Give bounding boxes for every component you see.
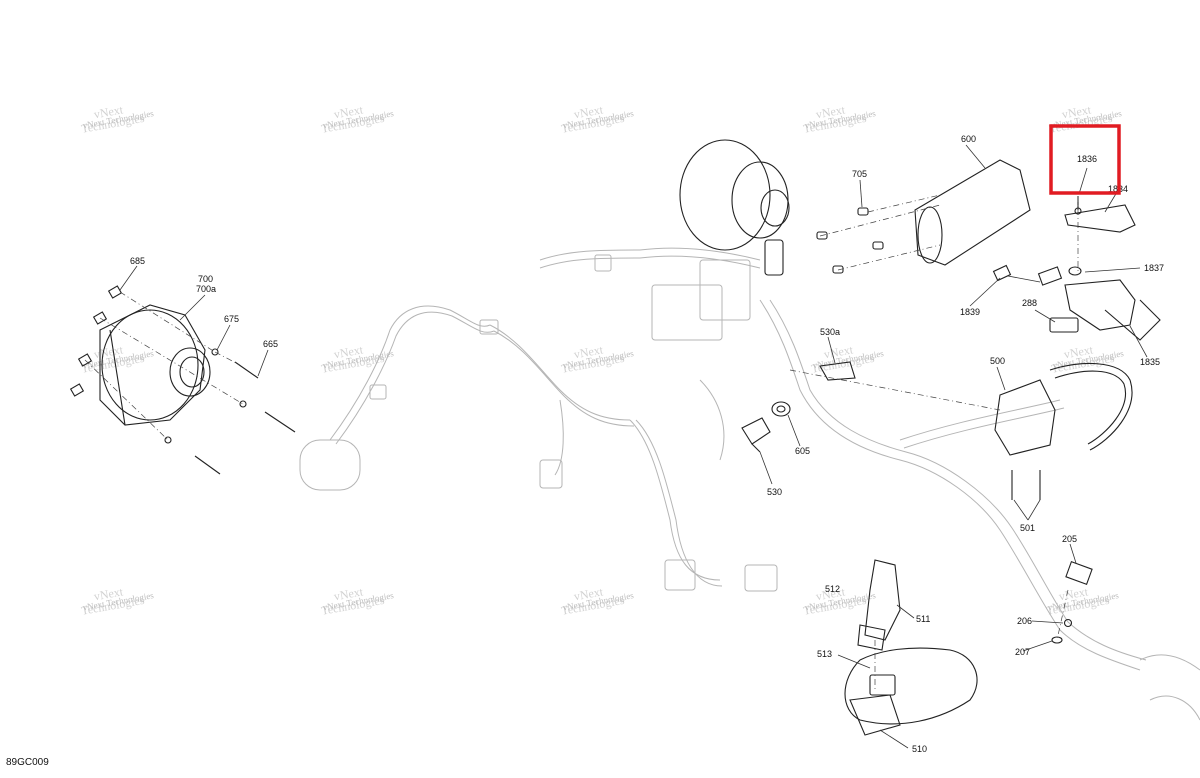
wiring-harness bbox=[299, 247, 1200, 721]
watermark: vNext Technologies vNext Technologies bbox=[802, 102, 877, 135]
watermark: vNext Technologies vNext Technologies bbox=[1045, 584, 1120, 617]
screws-705 bbox=[816, 207, 884, 274]
svg-text:vNext: vNext bbox=[333, 584, 365, 603]
watermark: vNext Technologies vNext Technologies bbox=[320, 584, 395, 617]
callout-510[interactable]: 510 bbox=[912, 744, 927, 754]
watermarks: vNext Technologies vNext Technologies vN… bbox=[80, 102, 1125, 617]
washer-207 bbox=[1051, 636, 1063, 644]
svg-text:vNext: vNext bbox=[93, 584, 125, 603]
callout-513[interactable]: 513 bbox=[817, 649, 832, 659]
watermark: vNext Technologies vNext Technologies bbox=[80, 342, 155, 375]
callout-501[interactable]: 501 bbox=[1020, 523, 1035, 533]
sensor-530 bbox=[741, 417, 771, 453]
svg-text:vNext: vNext bbox=[815, 102, 847, 121]
watermark: vNext Technologies vNext Technologies bbox=[1050, 342, 1125, 375]
connector-1839 bbox=[992, 264, 1063, 286]
screws-685 bbox=[69, 285, 123, 397]
callout-600[interactable]: 600 bbox=[961, 134, 976, 144]
callout-labels: 685 700 700a 675 665 600 705 1836 1834 1… bbox=[130, 134, 1164, 754]
callout-511[interactable]: 511 bbox=[916, 614, 930, 624]
callout-205[interactable]: 205 bbox=[1062, 534, 1077, 544]
connector-288 bbox=[1049, 317, 1079, 333]
bracket-511 bbox=[864, 559, 901, 641]
handlebar-switch-500 bbox=[994, 362, 1133, 500]
svg-text:vNext: vNext bbox=[1061, 102, 1093, 121]
callout-530[interactable]: 530 bbox=[767, 487, 782, 497]
assembly-lines bbox=[84, 194, 1079, 690]
svg-text:vNext: vNext bbox=[815, 584, 847, 603]
nut-206 bbox=[1063, 618, 1073, 628]
watermark: vNext Technologies vNext Technologies bbox=[320, 342, 395, 375]
leader-lines bbox=[119, 144, 1148, 749]
callout-1836[interactable]: 1836 bbox=[1077, 154, 1097, 164]
svg-text:vNext: vNext bbox=[1063, 342, 1095, 361]
headlight-center bbox=[679, 139, 790, 276]
callout-1837[interactable]: 1837 bbox=[1144, 263, 1164, 273]
watermark: vNext Technologies vNext Technologies bbox=[80, 584, 155, 617]
watermark: vNext Technologies vNext Technologies bbox=[320, 102, 395, 135]
svg-text:vNext: vNext bbox=[573, 342, 605, 361]
svg-text:vNext: vNext bbox=[573, 584, 605, 603]
svg-text:vNext: vNext bbox=[1058, 584, 1090, 603]
watermark: vNext Technologies vNext Technologies bbox=[560, 102, 635, 135]
grommet-605 bbox=[771, 401, 791, 417]
callout-705[interactable]: 705 bbox=[852, 169, 867, 179]
watermark: vNext Technologies vNext Technologies bbox=[560, 584, 635, 617]
callout-605[interactable]: 605 bbox=[795, 446, 810, 456]
cable-513 bbox=[844, 647, 978, 725]
light-cover-600 bbox=[914, 159, 1031, 266]
callout-206[interactable]: 206 bbox=[1017, 616, 1032, 626]
callout-675[interactable]: 675 bbox=[224, 314, 239, 324]
callout-685[interactable]: 685 bbox=[130, 256, 145, 266]
watermark: vNext Technologies vNext Technologies bbox=[560, 342, 635, 375]
callout-1835[interactable]: 1835 bbox=[1140, 357, 1160, 367]
switch-1835 bbox=[1064, 279, 1161, 341]
bracket-512 bbox=[857, 624, 886, 651]
module-510 bbox=[849, 674, 901, 736]
svg-text:vNext: vNext bbox=[93, 102, 125, 121]
callout-700[interactable]: 700 bbox=[198, 274, 213, 284]
svg-text:vNext: vNext bbox=[333, 102, 365, 121]
callout-500[interactable]: 500 bbox=[990, 356, 1005, 366]
callout-207[interactable]: 207 bbox=[1015, 647, 1030, 657]
watermark: vNext Technologies vNext Technologies bbox=[80, 102, 155, 135]
connector-530a bbox=[819, 361, 856, 381]
bracket-1834 bbox=[1064, 204, 1136, 233]
watermark: vNext Technologies vNext Technologies bbox=[810, 342, 885, 375]
callout-665[interactable]: 665 bbox=[263, 339, 278, 349]
svg-text:vNext: vNext bbox=[93, 342, 125, 361]
washer-1837 bbox=[1068, 266, 1082, 276]
svg-text:vNext: vNext bbox=[573, 102, 605, 121]
watermark: vNext Technologies vNext Technologies bbox=[1048, 102, 1123, 135]
headlight-left bbox=[99, 304, 211, 426]
callout-288[interactable]: 288 bbox=[1022, 298, 1037, 308]
part-205 bbox=[1065, 561, 1093, 585]
highlight-box-1836 bbox=[1049, 124, 1121, 195]
svg-text:vNext: vNext bbox=[333, 342, 365, 361]
diagram-id: 89GC009 bbox=[6, 757, 49, 768]
callout-530a[interactable]: 530a bbox=[820, 327, 840, 337]
bolts-665 bbox=[164, 348, 296, 475]
callout-512[interactable]: 512 bbox=[825, 584, 840, 594]
callout-700a[interactable]: 700a bbox=[196, 284, 216, 294]
callout-1839[interactable]: 1839 bbox=[960, 307, 980, 317]
